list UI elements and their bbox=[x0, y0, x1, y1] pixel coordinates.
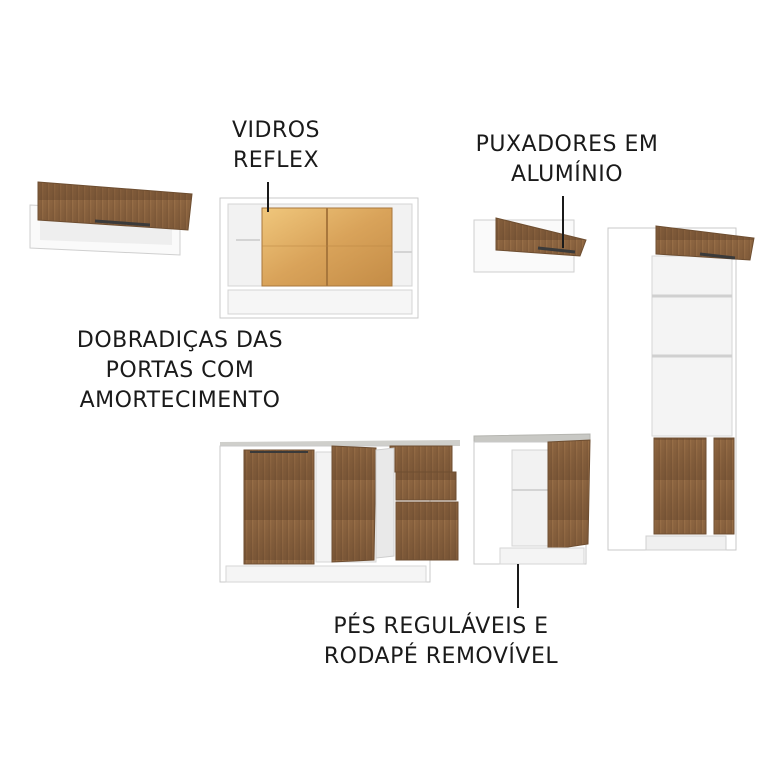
upper-glass-cabinet bbox=[219, 197, 419, 319]
callout-handles: PUXADORES EM ALUMÍNIO bbox=[462, 130, 672, 190]
tall-oven-cabinet bbox=[607, 225, 755, 551]
callout-feet-line-1: PÉS REGULÁVEIS E bbox=[333, 614, 549, 639]
callout-hinges-line-3: AMORTECIMENTO bbox=[79, 388, 281, 413]
callout-hinges: DOBRADIÇAS DAS PORTAS COM AMORTECIMENTO bbox=[62, 326, 298, 416]
handle-bar bbox=[94, 219, 151, 227]
handle-bar bbox=[537, 246, 576, 254]
callout-hinges-line-2: PORTAS COM bbox=[105, 358, 255, 383]
callout-feet: PÉS REGULÁVEIS E RODAPÉ REMOVÍVEL bbox=[312, 612, 570, 672]
callout-handles-line-1: PUXADORES EM bbox=[475, 132, 659, 157]
callout-hinges-line-1: DOBRADIÇAS DAS bbox=[76, 328, 284, 353]
callout-feet-line-2: RODAPÉ REMOVÍVEL bbox=[323, 644, 559, 669]
callout-glass-line-2: REFLEX bbox=[232, 148, 320, 173]
base-cabinet-small bbox=[473, 433, 591, 565]
upper-cabinet-small bbox=[473, 217, 587, 273]
base-cabinet-large bbox=[219, 440, 460, 583]
callout-handles-line-2: ALUMÍNIO bbox=[510, 162, 624, 187]
callout-glass: VIDROS REFLEX bbox=[206, 116, 346, 176]
callout-glass-line-1: VIDROS bbox=[231, 118, 321, 143]
upper-cabinet-left bbox=[29, 181, 193, 256]
handle-bar bbox=[699, 252, 736, 260]
